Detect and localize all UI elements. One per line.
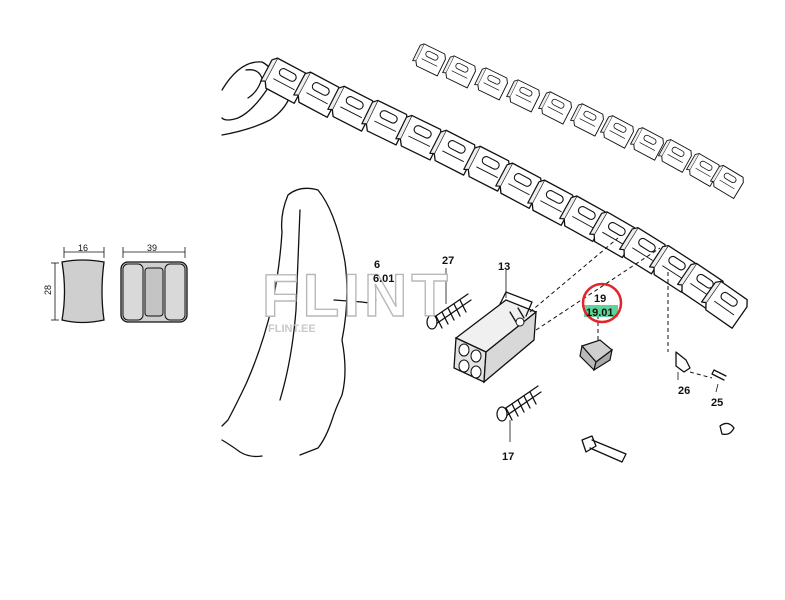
chain-link bbox=[429, 129, 477, 176]
part-label-19-01: 19.01 bbox=[586, 307, 614, 319]
spring-27 bbox=[426, 293, 472, 330]
dimension-label-16: 16 bbox=[78, 243, 88, 253]
highlight-marker bbox=[581, 282, 623, 324]
blade-outline bbox=[221, 187, 377, 458]
chain-link bbox=[710, 164, 744, 199]
part-label-27: 27 bbox=[442, 255, 454, 267]
chain-link bbox=[361, 99, 409, 146]
pad-side-view bbox=[51, 247, 105, 324]
part-label-25: 25 bbox=[711, 397, 723, 409]
watermark-logo: FLINT bbox=[262, 262, 452, 329]
chain-link bbox=[630, 127, 664, 161]
part-label-13: 13 bbox=[498, 261, 510, 273]
chain-link bbox=[538, 91, 572, 125]
chain-link bbox=[600, 115, 634, 149]
chain-link bbox=[395, 114, 443, 161]
chain-link bbox=[506, 79, 540, 113]
chain-link bbox=[570, 103, 604, 137]
pad-front-view bbox=[120, 247, 188, 323]
part-label-26: 26 bbox=[678, 385, 690, 397]
chain-link bbox=[412, 43, 446, 77]
pin-26 bbox=[667, 272, 713, 379]
chain-link bbox=[474, 67, 508, 101]
bolt bbox=[581, 422, 735, 463]
chain-links bbox=[260, 43, 748, 329]
watermark-url: FLINT.EE bbox=[268, 323, 316, 335]
part-label-19: 19 bbox=[594, 293, 606, 305]
spring-17 bbox=[496, 385, 542, 422]
part-label-6-01: 6.01 bbox=[373, 273, 394, 285]
chain-link bbox=[559, 195, 607, 243]
pad-19 bbox=[579, 339, 613, 372]
part-label-17: 17 bbox=[502, 451, 514, 463]
assembly-lines bbox=[445, 237, 719, 442]
chain-link bbox=[658, 139, 692, 173]
chain-link bbox=[442, 55, 476, 89]
dimension-label-28: 28 bbox=[43, 285, 53, 295]
part-label-6: 6 bbox=[374, 259, 380, 271]
chain-link bbox=[700, 280, 748, 329]
hydraulic-block bbox=[453, 291, 538, 384]
screw-25 bbox=[711, 369, 727, 381]
dimension-label-39: 39 bbox=[147, 243, 157, 253]
